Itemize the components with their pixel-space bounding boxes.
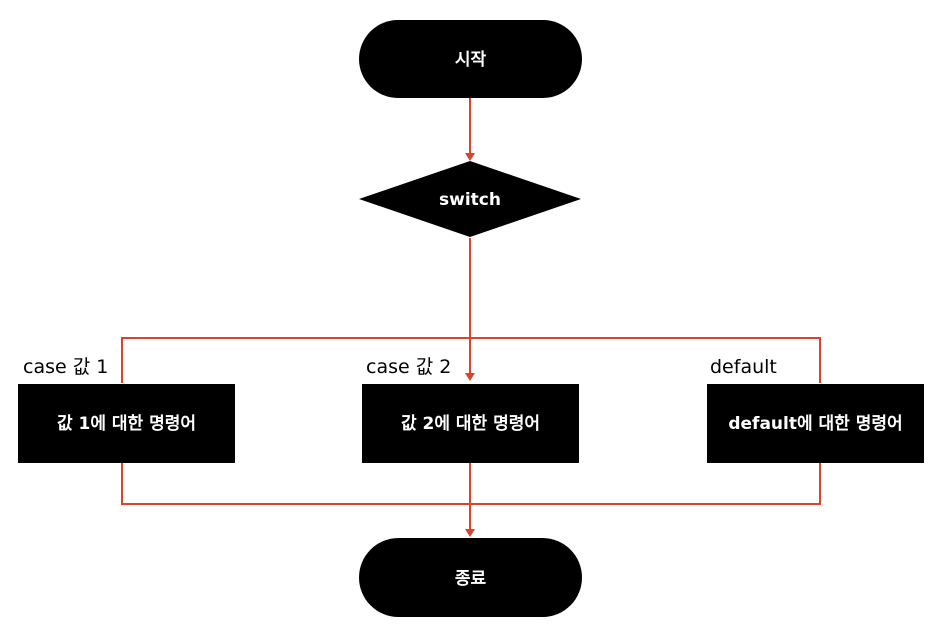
action-box-1: 값 1에 대한 명령어 [18, 384, 235, 463]
start-label: 시작 [455, 50, 487, 70]
action-box-2-shape [362, 384, 579, 463]
action-box-2: 값 2에 대한 명령어 [362, 384, 579, 463]
switch-decision: switch [359, 161, 581, 237]
action-box-2-label: 값 2에 대한 명령어 [401, 413, 540, 434]
connectors [121, 98, 821, 537]
start-shape [359, 20, 582, 98]
arrowhead-switch [465, 153, 475, 161]
case-label-2: case 값 2 [366, 356, 451, 378]
end-terminal: 종료 [359, 538, 582, 617]
arrowhead-end [465, 529, 475, 537]
start-terminal: 시작 [359, 20, 582, 98]
arrowhead-case-2 [465, 373, 475, 381]
end-shape [359, 538, 582, 617]
end-label: 종료 [455, 569, 487, 589]
switch-label: switch [439, 190, 501, 210]
action-box-default-label: default에 대한 명령어 [728, 413, 902, 434]
switch-shape [359, 161, 581, 237]
action-box-default: default에 대한 명령어 [707, 384, 924, 463]
case-label-1: case 값 1 [23, 356, 108, 378]
action-box-1-shape [18, 384, 235, 463]
action-box-default-shape [707, 384, 924, 463]
case-label-default: default [710, 356, 777, 378]
action-box-1-label: 값 1에 대한 명령어 [57, 413, 196, 434]
